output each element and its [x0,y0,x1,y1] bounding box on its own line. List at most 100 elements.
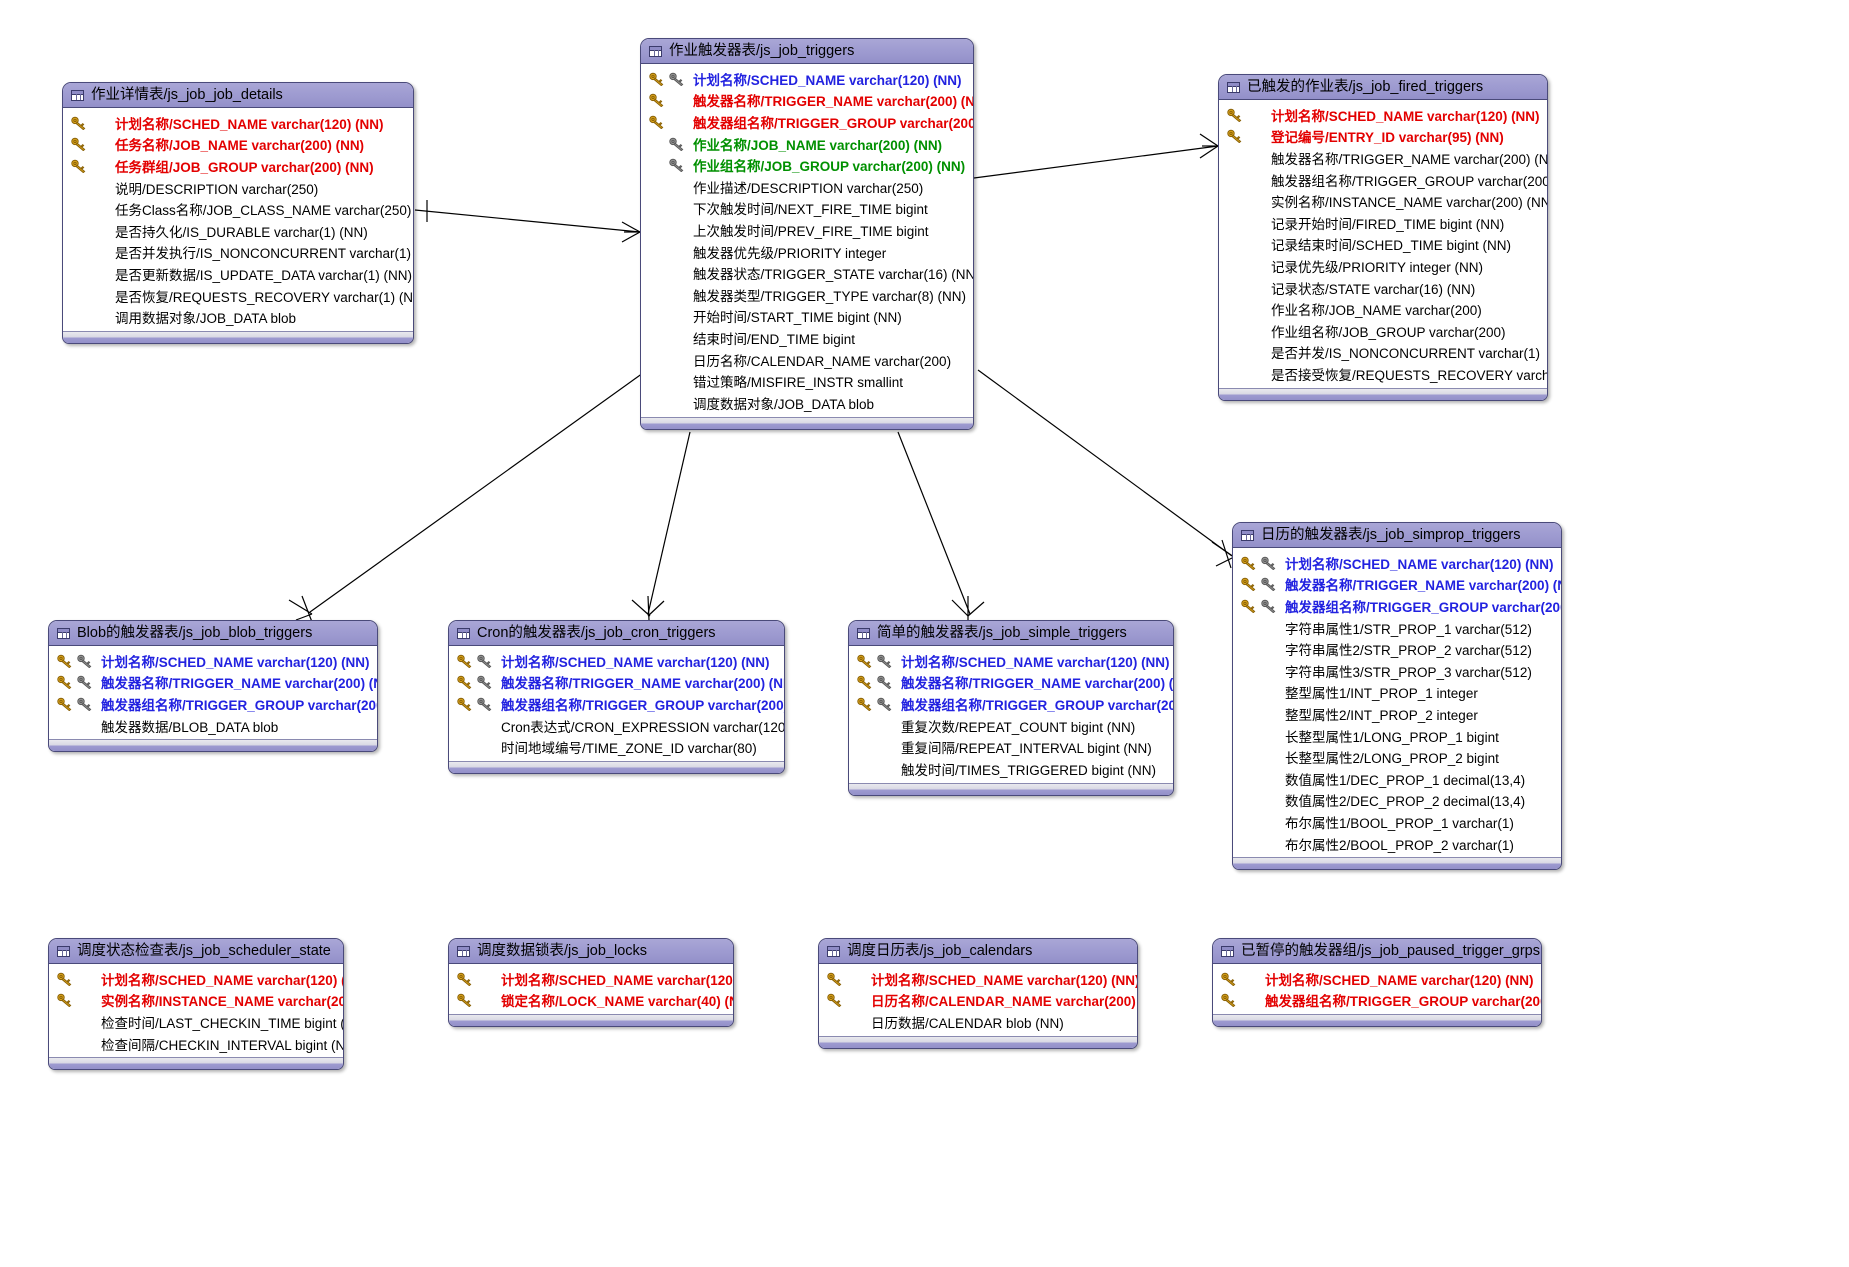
column-row[interactable]: 上次触发时间/PREV_FIRE_TIME bigint [641,219,973,241]
column-row[interactable]: 重复次数/REPEAT_COUNT bigint (NN) [849,715,1173,737]
column-row[interactable]: 触发器名称/TRIGGER_NAME varchar(200) (NN) [49,672,377,694]
column-row[interactable]: 锁定名称/LOCK_NAME varchar(40) (NN) [449,990,733,1012]
column-row[interactable]: 数值属性2/DEC_PROP_2 decimal(13,4) [1233,790,1561,812]
column-row[interactable]: 日历数据/CALENDAR blob (NN) [819,1011,1137,1033]
column-row[interactable]: 触发器类型/TRIGGER_TYPE varchar(8) (NN) [641,284,973,306]
column-row[interactable]: 触发器状态/TRIGGER_STATE varchar(16) (NN) [641,262,973,284]
column-row[interactable]: 触发器组名称/TRIGGER_GROUP varchar(200) (NN) [49,693,377,715]
column-key-icons [857,697,899,712]
column-row[interactable]: 是否接受恢复/REQUESTS_RECOVERY varchar(1) [1219,363,1547,385]
column-row[interactable]: 触发器名称/TRIGGER_NAME varchar(200) (NN) [1233,574,1561,596]
column-row[interactable]: 任务群组/JOB_GROUP varchar(200) (NN) [63,155,413,177]
column-row[interactable]: 实例名称/INSTANCE_NAME varchar(200) (NN) [49,990,343,1012]
column-row[interactable]: 字符串属性2/STR_PROP_2 varchar(512) [1233,638,1561,660]
column-row[interactable]: 登记编号/ENTRY_ID varchar(95) (NN) [1219,126,1547,148]
column-row[interactable]: Cron表达式/CRON_EXPRESSION varchar(120) (NN… [449,715,784,737]
column-row[interactable]: 记录优先级/PRIORITY integer (NN) [1219,255,1547,277]
column-row[interactable]: 布尔属性1/BOOL_PROP_1 varchar(1) [1233,811,1561,833]
column-row[interactable]: 触发器名称/TRIGGER_NAME varchar(200) (NN) [449,672,784,694]
column-row[interactable]: 任务名称/JOB_NAME varchar(200) (NN) [63,134,413,156]
gold-key-icon [57,654,72,669]
column-row[interactable]: 计划名称/SCHED_NAME varchar(120) (NN) [449,968,733,990]
column-row[interactable]: 触发器组名称/TRIGGER_GROUP varchar(200) (NN) [1233,595,1561,617]
column-row[interactable]: 触发器组名称/TRIGGER_GROUP varchar(200) (NN) [449,693,784,715]
column-label: 计划名称/SCHED_NAME varchar(120) (NN) [501,972,734,988]
gold-key-icon [827,994,842,1008]
column-row[interactable]: 数值属性1/DEC_PROP_1 decimal(13,4) [1233,768,1561,790]
column-row[interactable]: 触发器名称/TRIGGER_NAME varchar(200) (NN) [849,672,1173,694]
entity-paused_trigger_grps[interactable]: 已暂停的触发器组/js_job_paused_trigger_grps 计划名称… [1212,938,1542,1028]
column-row[interactable]: 计划名称/SCHED_NAME varchar(120) (NN) [1233,552,1561,574]
column-row[interactable]: 作业描述/DESCRIPTION varchar(250) [641,176,973,198]
column-key-icons [57,1015,99,1029]
column-row[interactable]: 是否持久化/IS_DURABLE varchar(1) (NN) [63,220,413,242]
column-key-icons [649,266,691,280]
column-row[interactable]: 字符串属性1/STR_PROP_1 varchar(512) [1233,617,1561,639]
column-row[interactable]: 触发器优先级/PRIORITY integer [641,241,973,263]
column-row[interactable]: 触发器组名称/TRIGGER_GROUP varchar(200) (NN) [849,693,1173,715]
column-row[interactable]: 计划名称/SCHED_NAME varchar(120) (NN) [449,650,784,672]
column-row[interactable]: 开始时间/START_TIME bigint (NN) [641,306,973,328]
column-row[interactable]: 检查间隔/CHECKIN_INTERVAL bigint (NN) [49,1033,343,1055]
entity-scheduler_state[interactable]: 调度状态检查表/js_job_scheduler_state 计划名称/SCHE… [48,938,344,1071]
column-row[interactable]: 作业组名称/JOB_GROUP varchar(200) [1219,320,1547,342]
column-row[interactable]: 计划名称/SCHED_NAME varchar(120) (NN) [63,112,413,134]
column-row[interactable]: 整型属性1/INT_PROP_1 integer [1233,682,1561,704]
column-row[interactable]: 日历名称/CALENDAR_NAME varchar(200) [641,349,973,371]
column-row[interactable]: 计划名称/SCHED_NAME varchar(120) (NN) [849,650,1173,672]
entity-fired_triggers[interactable]: 已触发的作业表/js_job_fired_triggers 计划名称/SCHED… [1218,74,1548,401]
column-row[interactable]: 错过策略/MISFIRE_INSTR smallint [641,370,973,392]
column-row[interactable]: 检查时间/LAST_CHECKIN_TIME bigint (NN) [49,1011,343,1033]
column-row[interactable]: 是否并发/IS_NONCONCURRENT varchar(1) [1219,342,1547,364]
column-row[interactable]: 计划名称/SCHED_NAME varchar(120) (NN) [1213,968,1541,990]
column-row[interactable]: 作业名称/JOB_NAME varchar(200) [1219,298,1547,320]
column-row[interactable]: 作业组名称/JOB_GROUP varchar(200) (NN) [641,154,973,176]
column-row[interactable]: 重复间隔/REPEAT_INTERVAL bigint (NN) [849,736,1173,758]
entity-locks[interactable]: 调度数据锁表/js_job_locks 计划名称/SCHED_NAME varc… [448,938,734,1028]
column-row[interactable]: 记录开始时间/FIRED_TIME bigint (NN) [1219,212,1547,234]
column-row[interactable]: 计划名称/SCHED_NAME varchar(120) (NN) [49,968,343,990]
column-row[interactable]: 计划名称/SCHED_NAME varchar(120) (NN) [1219,104,1547,126]
column-row[interactable]: 结束时间/END_TIME bigint [641,327,973,349]
column-row[interactable]: 是否恢复/REQUESTS_RECOVERY varchar(1) (NN) [63,285,413,307]
column-row[interactable]: 计划名称/SCHED_NAME varchar(120) (NN) [641,68,973,90]
entity-job_triggers[interactable]: 作业触发器表/js_job_triggers 计划名称/SCHED_NAME v… [640,38,974,430]
column-row[interactable]: 长整型属性2/LONG_PROP_2 bigint [1233,746,1561,768]
column-row[interactable]: 调度数据对象/JOB_DATA blob [641,392,973,414]
column-row[interactable]: 是否更新数据/IS_UPDATE_DATA varchar(1) (NN) [63,263,413,285]
column-row[interactable]: 计划名称/SCHED_NAME varchar(120) (NN) [49,650,377,672]
column-row[interactable]: 调用数据对象/JOB_DATA blob [63,306,413,328]
column-row[interactable]: 下次触发时间/NEXT_FIRE_TIME bigint [641,198,973,220]
entity-job_details[interactable]: 作业详情表/js_job_job_details 计划名称/SCHED_NAME… [62,82,414,344]
entity-footer [849,782,1173,795]
column-row[interactable]: 触发器组名称/TRIGGER_GROUP varchar(200) (NN) [1219,169,1547,191]
column-row[interactable]: 长整型属性1/LONG_PROP_1 bigint [1233,725,1561,747]
entity-blob_triggers[interactable]: Blob的触发器表/js_job_blob_triggers 计划名称/SCHE… [48,620,378,753]
column-row[interactable]: 作业名称/JOB_NAME varchar(200) (NN) [641,133,973,155]
column-label: 是否并发/IS_NONCONCURRENT varchar(1) [1271,346,1541,362]
entity-calendars[interactable]: 调度日历表/js_job_calendars 计划名称/SCHED_NAME v… [818,938,1138,1049]
column-row[interactable]: 记录状态/STATE varchar(16) (NN) [1219,277,1547,299]
column-row[interactable]: 计划名称/SCHED_NAME varchar(120) (NN) [819,968,1137,990]
column-row[interactable]: 触发时间/TIMES_TRIGGERED bigint (NN) [849,758,1173,780]
column-row[interactable]: 实例名称/INSTANCE_NAME varchar(200) (NN) [1219,190,1547,212]
column-row[interactable]: 触发器名称/TRIGGER_NAME varchar(200) (NN) [1219,147,1547,169]
column-row[interactable]: 触发器名称/TRIGGER_NAME varchar(200) (NN) [641,90,973,112]
column-row[interactable]: 日历名称/CALENDAR_NAME varchar(200) (NN) [819,990,1137,1012]
column-row[interactable]: 字符串属性3/STR_PROP_3 varchar(512) [1233,660,1561,682]
column-key-icons [827,972,869,987]
column-row[interactable]: 任务Class名称/JOB_CLASS_NAME varchar(250) (N… [63,198,413,220]
column-row[interactable]: 是否并发执行/IS_NONCONCURRENT varchar(1) (NN) [63,242,413,264]
column-row[interactable]: 时间地域编号/TIME_ZONE_ID varchar(80) [449,736,784,758]
column-row[interactable]: 布尔属性2/BOOL_PROP_2 varchar(1) [1233,833,1561,855]
column-row[interactable]: 触发器组名称/TRIGGER_GROUP varchar(200) (NN) [1213,990,1541,1012]
column-row[interactable]: 触发器组名称/TRIGGER_GROUP varchar(200) (NN) [641,111,973,133]
column-row[interactable]: 触发器数据/BLOB_DATA blob [49,715,377,737]
column-key-icons [71,310,113,324]
column-row[interactable]: 记录结束时间/SCHED_TIME bigint (NN) [1219,234,1547,256]
column-row[interactable]: 说明/DESCRIPTION varchar(250) [63,177,413,199]
entity-simple_triggers[interactable]: 简单的触发器表/js_job_simple_triggers 计划名称/SCHE… [848,620,1174,796]
entity-simprop_triggers[interactable]: 日历的触发器表/js_job_simprop_triggers 计划名称/SCH… [1232,522,1562,871]
entity-cron_triggers[interactable]: Cron的触发器表/js_job_cron_triggers 计划名称/SCHE… [448,620,785,774]
column-row[interactable]: 整型属性2/INT_PROP_2 integer [1233,703,1561,725]
